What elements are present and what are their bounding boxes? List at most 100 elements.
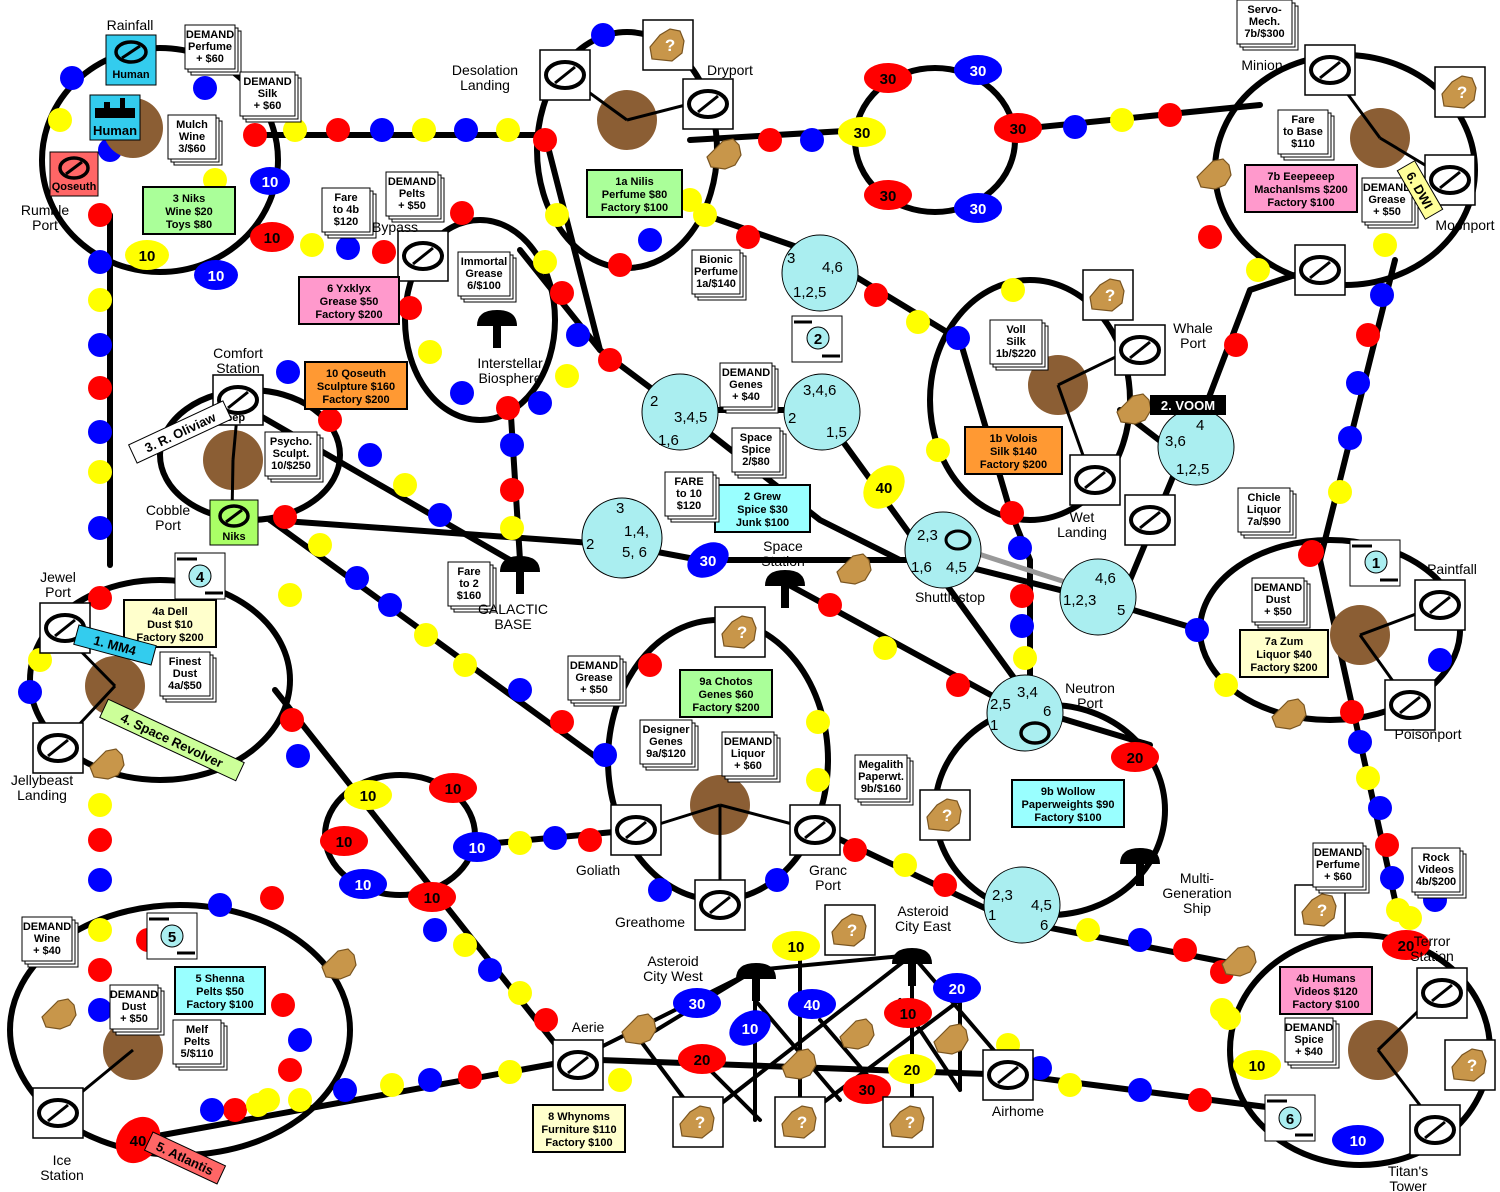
hub-space[interactable]: 2,3 1,6 4,5 [904, 511, 982, 589]
numbered-space[interactable]: 10 [884, 998, 932, 1028]
track-dot[interactable] [598, 348, 622, 372]
track-dot[interactable] [1008, 536, 1032, 560]
track-dot[interactable] [278, 583, 302, 607]
track-dot[interactable] [873, 636, 897, 660]
track-dot[interactable] [1340, 700, 1364, 724]
track-dot[interactable] [88, 998, 112, 1022]
numbered-space[interactable]: 10 [1233, 1050, 1281, 1080]
track-dot[interactable] [418, 1068, 442, 1092]
port-icon[interactable] [1383, 678, 1437, 732]
track-dot[interactable] [318, 408, 342, 432]
track-dot[interactable] [358, 443, 382, 467]
mystery-icon[interactable] [774, 1096, 826, 1148]
track-dot[interactable] [223, 1098, 247, 1122]
track-dot[interactable] [423, 918, 447, 942]
base-icon[interactable] [477, 310, 517, 348]
port-icon[interactable] [31, 1086, 85, 1140]
track-dot[interactable] [88, 828, 112, 852]
track-dot[interactable] [450, 201, 474, 225]
track-dot[interactable] [758, 128, 782, 152]
numbered-space[interactable]: 10 [250, 222, 294, 252]
track-dot[interactable] [412, 118, 436, 142]
track-dot[interactable] [380, 1073, 404, 1097]
numbered-space[interactable]: 40 [788, 989, 836, 1019]
track-dot[interactable] [1013, 646, 1037, 670]
mystery-icon[interactable] [642, 19, 694, 71]
hub-space[interactable]: 2,3 1 4,5 6 [983, 866, 1061, 944]
mystery-icon[interactable] [714, 606, 766, 658]
track-dot[interactable] [736, 225, 760, 249]
track-dot[interactable] [88, 868, 112, 892]
track-dot[interactable] [608, 253, 632, 277]
track-dot[interactable] [393, 473, 417, 497]
track-dot[interactable] [1380, 866, 1404, 890]
track-dot[interactable] [1298, 543, 1322, 567]
numbered-space[interactable]: 40 [855, 457, 913, 517]
track-dot[interactable] [678, 188, 702, 212]
track-dot[interactable] [1158, 103, 1182, 127]
track-dot[interactable] [453, 653, 477, 677]
track-dot[interactable] [864, 283, 888, 307]
track-dot[interactable] [1028, 1056, 1052, 1080]
numbered-space[interactable]: 10 [250, 167, 290, 195]
track-dot[interactable] [200, 1098, 224, 1122]
track-dot[interactable] [1000, 501, 1024, 525]
track-dot[interactable] [414, 623, 438, 647]
port-icon[interactable] [788, 803, 842, 857]
track-dot[interactable] [528, 391, 552, 415]
track-dot[interactable] [288, 1088, 312, 1112]
port-icon[interactable] [31, 721, 85, 775]
numbered-space[interactable]: 10 [723, 1003, 777, 1053]
track-dot[interactable] [800, 128, 824, 152]
track-dot[interactable] [806, 710, 830, 734]
track-dot[interactable] [1246, 258, 1270, 282]
track-dot[interactable] [372, 240, 396, 264]
track-dot[interactable] [18, 680, 42, 704]
track-dot[interactable] [60, 66, 84, 90]
port-icon[interactable] [981, 1048, 1035, 1102]
track-dot[interactable] [1010, 584, 1034, 608]
numbered-space[interactable]: 20 [933, 973, 981, 1003]
track-dot[interactable] [453, 933, 477, 957]
numbered-space[interactable]: 10 [125, 240, 169, 270]
track-dot[interactable] [765, 868, 789, 892]
numbered-space[interactable]: 30 [681, 535, 735, 585]
track-dot[interactable] [278, 1058, 302, 1082]
track-dot[interactable] [500, 516, 524, 540]
track-dot[interactable] [638, 653, 662, 677]
numbered-space[interactable]: 10 [772, 931, 820, 961]
track-dot[interactable] [88, 288, 112, 312]
track-dot[interactable] [498, 1060, 522, 1084]
track-dot[interactable] [545, 203, 569, 227]
track-dot[interactable] [260, 886, 284, 910]
track-dot[interactable] [593, 743, 617, 767]
track-dot[interactable] [1010, 614, 1034, 638]
track-dot[interactable] [1198, 225, 1222, 249]
numbered-space[interactable]: 10 [344, 780, 392, 810]
note-card[interactable]: Psycho.Sculpt.10/$250 [264, 431, 324, 483]
track-dot[interactable] [608, 1068, 632, 1092]
numbered-space[interactable]: 10 [1332, 1125, 1384, 1155]
track-dot[interactable] [88, 420, 112, 444]
track-dot[interactable] [818, 593, 842, 617]
numbered-space[interactable]: 20 [678, 1044, 726, 1074]
mystery-icon[interactable] [1434, 66, 1486, 118]
track-dot[interactable] [458, 1065, 482, 1089]
track-dot[interactable] [1128, 1078, 1152, 1102]
track-dot[interactable] [508, 678, 532, 702]
track-dot[interactable] [398, 296, 422, 320]
